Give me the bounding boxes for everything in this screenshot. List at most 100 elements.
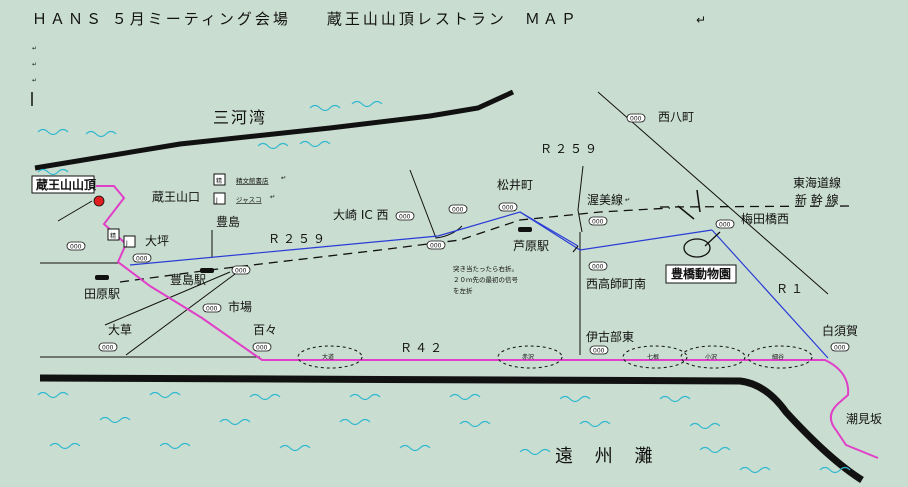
tokaido-line-label: 東海道線	[793, 175, 841, 190]
wave-mark	[819, 466, 851, 474]
wave-mark	[249, 393, 281, 401]
umedahashi-nishi-label: 梅田橋西	[741, 211, 789, 226]
village-label: 七根	[647, 353, 659, 361]
wave-marks	[37, 100, 851, 474]
jusco-return: ↵	[270, 193, 275, 201]
blue-roads	[129, 211, 829, 359]
traffic-signal-mark: 000	[70, 244, 82, 251]
traffic-signal-icon	[426, 240, 446, 250]
bay-label: 三河湾	[213, 108, 267, 127]
atsumi-line-label: 渥美線	[587, 192, 623, 207]
bookstore-return: ↵	[281, 174, 286, 182]
tahara-station-label: 田原駅	[84, 287, 120, 301]
summit-marker	[93, 195, 105, 207]
wave-mark	[519, 448, 551, 456]
traffic-signal-icon	[589, 345, 609, 355]
oohira-mark-2: J	[125, 240, 128, 247]
wave-mark	[699, 446, 731, 454]
ashihara-station-icon	[518, 227, 532, 232]
shirasuka-label: 白須賀	[822, 323, 858, 338]
traffic-signal-mark: 000	[593, 348, 605, 355]
traffic-signal-icon	[66, 241, 86, 251]
traffic-signal-mark: 000	[719, 222, 731, 229]
edit-marks: ↵ ↵ ↵	[31, 45, 37, 106]
village-area	[297, 345, 363, 369]
traffic-signal-mark: 000	[235, 268, 247, 275]
summit-box	[31, 175, 95, 194]
traffic-signal-icon	[98, 342, 118, 352]
wave-mark	[299, 140, 331, 148]
traffic-signal-icon	[498, 202, 518, 212]
traffic-signal-mark: 000	[452, 207, 464, 214]
toyoshima-station-icon	[200, 268, 214, 273]
sea-coastline	[39, 374, 864, 483]
traffic-signal-mark: 000	[430, 243, 442, 250]
rail-crossing-right	[696, 189, 701, 213]
r1-label: Ｒ１	[776, 282, 806, 296]
r259-left-label: Ｒ２５９	[268, 232, 328, 246]
village-area	[747, 345, 813, 369]
oosaki-ic-label: 大崎 IC 西	[333, 208, 389, 222]
wave-mark	[339, 418, 371, 426]
village-label: 細谷	[772, 353, 784, 361]
summit-pointer	[57, 200, 93, 222]
village-label: 大道	[322, 353, 334, 361]
wave-mark	[279, 444, 311, 452]
zoo-box	[665, 264, 737, 284]
traffic-signal-icon	[588, 216, 608, 226]
traffic-signal-icon	[588, 261, 608, 271]
atsumi-line-return: ↵	[625, 196, 630, 204]
traffic-signal-mark: 000	[592, 219, 604, 226]
bookstore-icon	[213, 173, 226, 186]
village-label: 小沢	[705, 353, 717, 361]
traffic-signal-mark: 000	[206, 306, 218, 313]
wave-mark	[37, 391, 69, 399]
wave-mark	[37, 168, 69, 176]
svg-text:↵: ↵	[32, 61, 37, 68]
traffic-signal-icon	[231, 265, 251, 275]
route-to-venue	[96, 185, 879, 459]
nishihachimachi-label: 西八町	[658, 110, 694, 124]
svg-text:↵: ↵	[32, 77, 37, 84]
nishitakashimachi-label: 西高師町南	[586, 276, 646, 291]
traffic-signal-icon	[448, 204, 468, 214]
wave-mark	[689, 422, 721, 430]
wave-mark	[559, 395, 591, 403]
local-roads	[40, 91, 829, 358]
traffic-signal-icon	[252, 342, 272, 352]
bookstore-label: 精文館書店	[236, 176, 269, 185]
traffic-signal-mark: 000	[102, 345, 114, 352]
summit-label: 蔵王山山頂	[36, 177, 97, 192]
wave-mark	[659, 395, 691, 403]
direction-note-2: ２０ｍ先の最初の信号	[453, 275, 519, 284]
r42-label: Ｒ４２	[400, 341, 445, 355]
direction-note-1: 突き当たったら右折。	[453, 264, 518, 273]
oohira-mark-1: 精	[110, 232, 116, 240]
ashihara-arrow	[572, 245, 579, 253]
oohira-label: 大坪	[145, 234, 169, 248]
map-title: ＨＡＮＳ ５月ミーティング会場 蔵王山山頂レストラン ＭＡＰ	[32, 10, 579, 28]
direction-note-3: を左折	[453, 286, 473, 295]
bay-coastline	[34, 89, 515, 171]
wave-mark	[49, 442, 81, 450]
bookstore-icon-label: 精	[216, 177, 222, 185]
toyoshima-station-label: 豊島駅	[170, 272, 206, 287]
traffic-signal-icon	[202, 303, 222, 313]
ashihara-station-label: 芦原駅	[513, 239, 549, 253]
zoo-marker	[683, 238, 711, 258]
traffic-signal-icon	[830, 342, 850, 352]
village-area	[680, 345, 746, 369]
traffic-signal-mark: 000	[502, 205, 514, 212]
wave-mark	[399, 444, 431, 452]
wave-mark	[159, 442, 191, 450]
wave-mark	[99, 416, 131, 424]
tahara-station-icon	[95, 275, 109, 280]
traffic-signal-icon	[395, 211, 415, 221]
wave-mark	[459, 420, 491, 428]
wave-mark	[309, 104, 341, 112]
r259-top-label: Ｒ２５９	[540, 142, 600, 156]
jusco-icon	[213, 192, 226, 205]
